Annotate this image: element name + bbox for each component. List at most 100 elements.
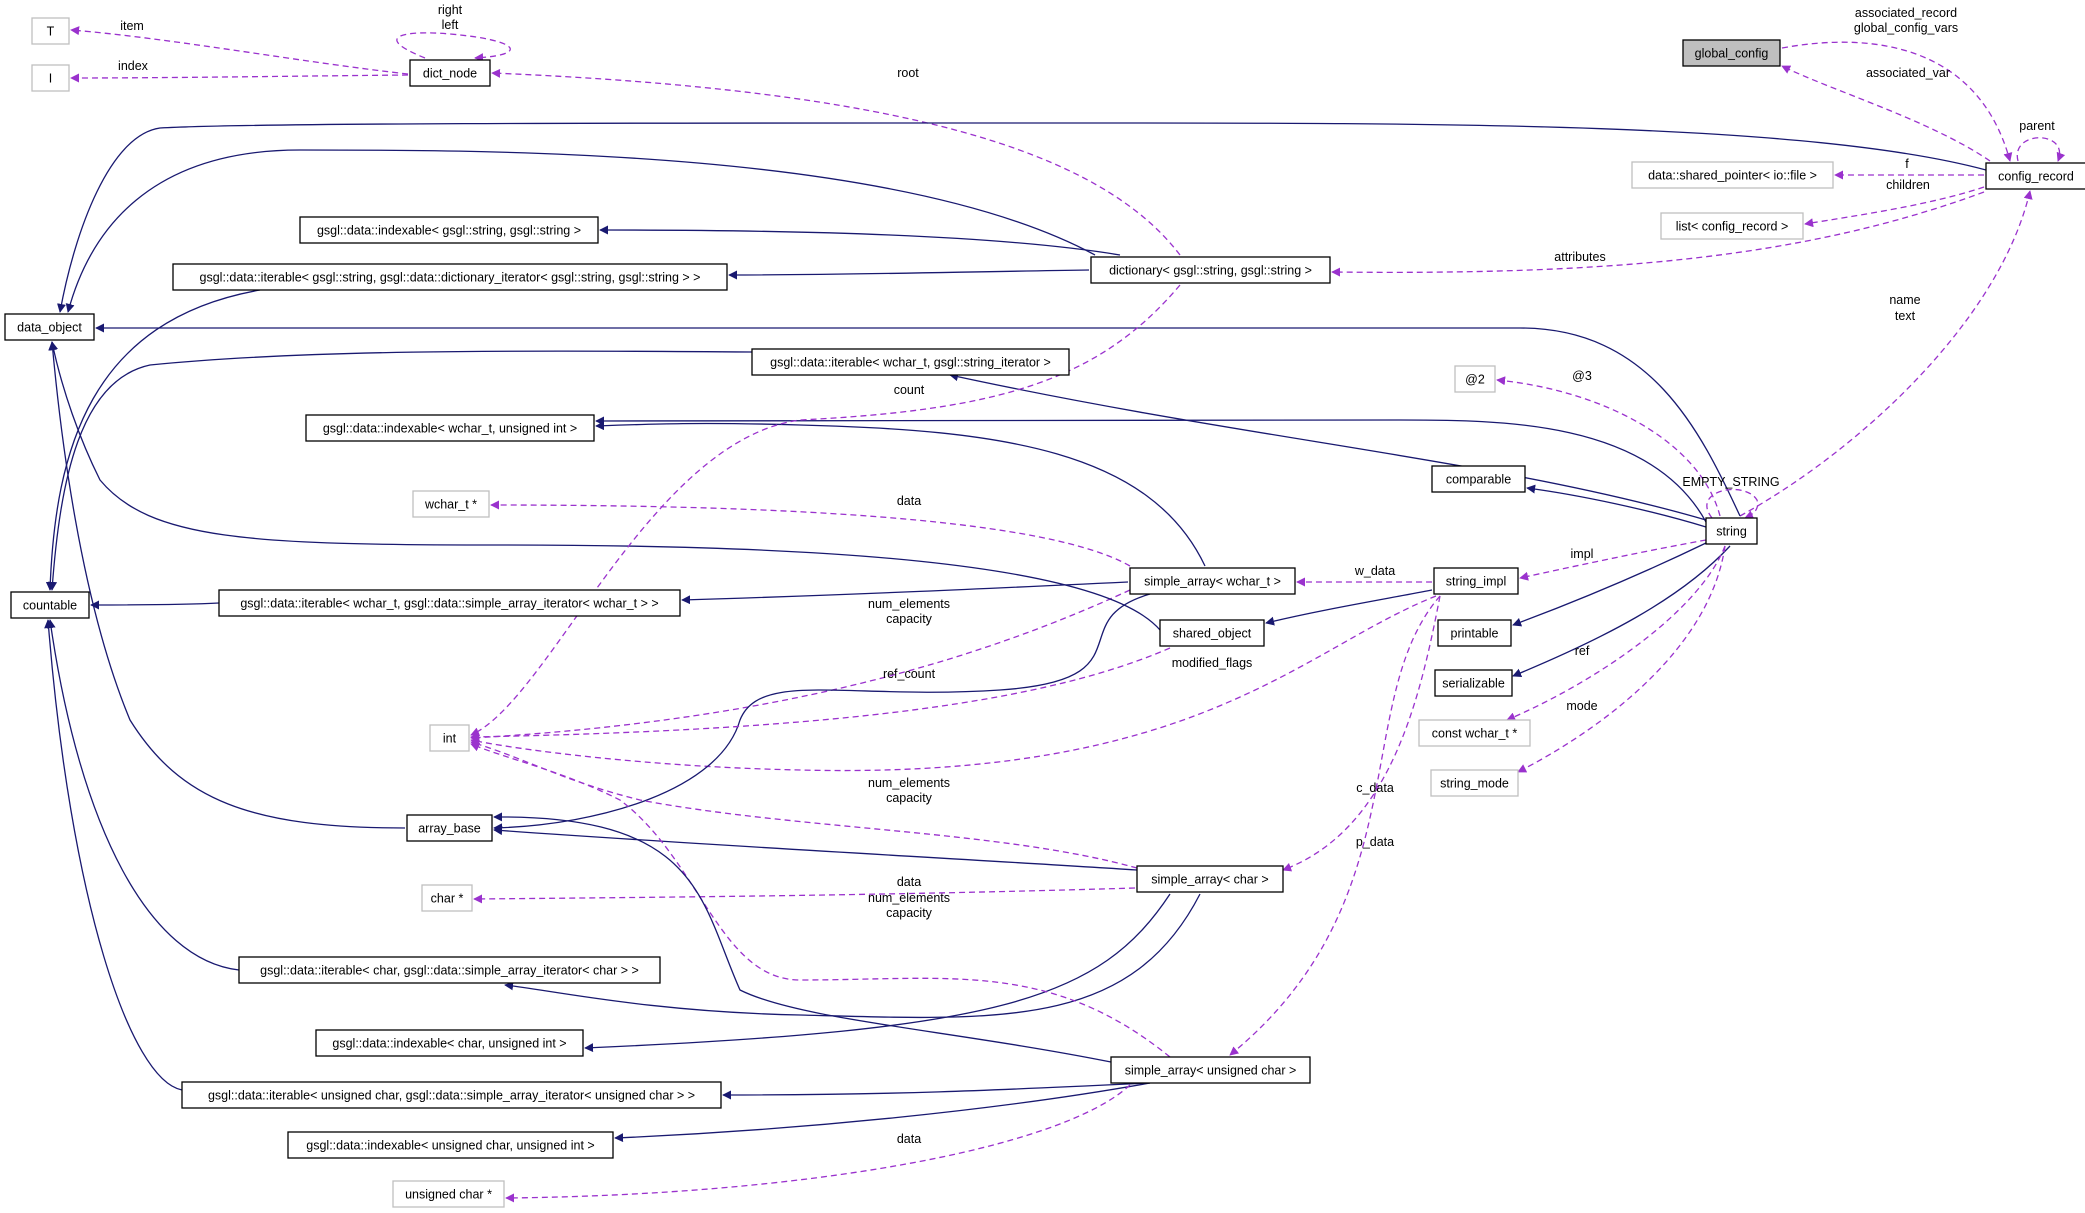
- edge-label-cr-gc: associated_var: [1866, 66, 1950, 80]
- node-string[interactable]: string: [1705, 517, 1758, 545]
- edge-label-gc-cr: global_config_vars: [1854, 21, 1958, 35]
- inheritance-edge-string-to-comparable: [1526, 484, 1707, 528]
- node-data-object[interactable]: data_object: [4, 313, 95, 341]
- edge-label-cr-spf: f: [1905, 157, 1909, 171]
- node-indexable-uchar-uint[interactable]: gsgl::data::indexable< unsigned char, un…: [287, 1131, 614, 1159]
- node-box: [31, 17, 70, 45]
- node-label: gsgl::data::iterable< char, gsgl::data::…: [260, 964, 639, 978]
- inheritance-edge-array_base-to-data_object: [48, 341, 406, 829]
- inheritance-edge-simple_array_uchar-to-iterable_uchar_simple: [722, 1082, 1151, 1100]
- edge-label-impl-sauchar: p_data: [1356, 835, 1394, 849]
- edge-label-sauchar-int: num_elements: [868, 891, 950, 905]
- edge-label-string-cr: name: [1889, 293, 1920, 307]
- node-shared-object[interactable]: shared_object: [1159, 619, 1265, 647]
- node-label: simple_array< wchar_t >: [1144, 575, 1281, 589]
- usage-edge-config_record-to-global_config: [1781, 65, 1991, 162]
- node-box: [1660, 212, 1804, 240]
- node-printable[interactable]: printable: [1437, 619, 1512, 647]
- node-config-record[interactable]: config_record: [1985, 162, 2085, 190]
- node-label: shared_object: [1173, 627, 1252, 641]
- node-label: array_base: [418, 822, 481, 836]
- node-box: [31, 64, 70, 92]
- inheritance-edge-string-to-indexable_wchar_uint: [595, 416, 1707, 523]
- node-label: int: [443, 732, 457, 746]
- usage-edge-simple_array_char-to-int: [470, 740, 1138, 869]
- usage-edge-string_impl-to-simple_array_uchar: [1229, 595, 1441, 1056]
- node-label: gsgl::data::iterable< gsgl::string, gsgl…: [200, 271, 701, 285]
- node-iterable-wchar-string[interactable]: gsgl::data::iterable< wchar_t, gsgl::str…: [751, 348, 1070, 376]
- edge-label-dict-T: item: [120, 19, 144, 33]
- usage-edge-string_impl-to-simple_array_char: [1282, 595, 1441, 872]
- node-string-impl[interactable]: string_impl: [1433, 567, 1519, 595]
- node-box: [1682, 39, 1781, 67]
- node-dict-node[interactable]: dict_node: [409, 59, 491, 87]
- inheritance-edge-simple_array_char-to-indexable_char_uint: [584, 893, 1171, 1053]
- usage-edge-simple_array_uchar-to-uchar_ptr: [505, 1084, 1131, 1203]
- edge-label-dict-self: left: [442, 18, 459, 32]
- usage-edge-string-to-string_impl: [1519, 539, 1707, 581]
- edge-label-sachar-int: capacity: [886, 791, 933, 805]
- inheritance-edge-dictionary-to-iterable_string_dict: [728, 269, 1090, 280]
- inheritance-edge-string-to-serializable: [1512, 545, 1731, 678]
- node-iterable-char-simple[interactable]: gsgl::data::iterable< char, gsgl::data::…: [238, 956, 661, 984]
- node-iterable-uchar-simple[interactable]: gsgl::data::iterable< unsigned char, gsg…: [181, 1081, 722, 1109]
- edge-label-sauchar-ucharptr: data: [897, 1132, 921, 1146]
- node-iterable-wchar-simple[interactable]: gsgl::data::iterable< wchar_t, gsgl::dat…: [218, 589, 681, 617]
- edge-label-shared-int: ref_count: [883, 667, 936, 681]
- node-indexable-string-string[interactable]: gsgl::data::indexable< gsgl::string, gsg…: [299, 216, 599, 244]
- inheritance-edge-dictionary-to-data_object: [65, 149, 1096, 313]
- inheritance-edge-string-to-iterable_wchar_string: [949, 372, 1707, 521]
- node-box: [299, 216, 599, 244]
- node-simple-array-wchar[interactable]: simple_array< wchar_t >: [1129, 567, 1296, 595]
- node-T: T: [31, 17, 70, 45]
- edge-label-string-cr: text: [1895, 309, 1916, 323]
- node-comparable[interactable]: comparable: [1431, 465, 1526, 493]
- node-dictionary[interactable]: dictionary< gsgl::string, gsgl::string >: [1090, 256, 1331, 284]
- node-label: dict_node: [423, 67, 477, 81]
- inheritance-edge-simple_array_uchar-to-indexable_uchar_uint: [614, 1082, 1151, 1143]
- node-uchar-ptr: unsigned char *: [392, 1180, 505, 1208]
- node-box: [421, 884, 473, 912]
- node-countable[interactable]: countable: [10, 591, 90, 619]
- node-box: [315, 1029, 584, 1057]
- node-array-base[interactable]: array_base: [406, 814, 493, 842]
- node-indexable-char-uint[interactable]: gsgl::data::indexable< char, unsigned in…: [315, 1029, 584, 1057]
- node-const-wchar-ptr: const wchar_t *: [1418, 719, 1531, 747]
- edge-label-impl-sawchar: w_data: [1354, 564, 1395, 578]
- node-label: string_mode: [1440, 777, 1509, 791]
- usage-edge-config_record-to-config_record: [2016, 137, 2066, 162]
- inheritance-edge-iterable_wchar_string-to-countable: [48, 350, 753, 591]
- node-box: [1433, 567, 1519, 595]
- edge-label-sawchar-int: capacity: [886, 612, 933, 626]
- node-global-config[interactable]: global_config: [1682, 39, 1781, 67]
- usage-edge-simple_array_char-to-char_ptr: [473, 887, 1136, 904]
- node-simple-array-uchar[interactable]: simple_array< unsigned char >: [1110, 1056, 1311, 1084]
- node-label: gsgl::data::iterable< unsigned char, gsg…: [208, 1089, 695, 1103]
- node-box: [1705, 517, 1758, 545]
- edge-label-dictionary-dictnode: root: [897, 66, 919, 80]
- node-box: [1159, 619, 1265, 647]
- node-at2: @2: [1454, 365, 1496, 393]
- node-box: [429, 724, 470, 752]
- node-label: data_object: [17, 321, 82, 335]
- node-label: const wchar_t *: [1432, 727, 1518, 741]
- usage-edge-dict_node-to-I: [70, 73, 409, 83]
- node-indexable-wchar-uint[interactable]: gsgl::data::indexable< wchar_t, unsigned…: [305, 414, 595, 442]
- node-box: [1985, 162, 2085, 190]
- inheritance-edge-simple_array_wchar-to-indexable_wchar_uint: [595, 421, 1206, 567]
- edge-label-sauchar-int: capacity: [886, 906, 933, 920]
- node-label: gsgl::data::indexable< wchar_t, unsigned…: [323, 422, 577, 436]
- node-label: dictionary< gsgl::string, gsgl::string >: [1109, 264, 1312, 278]
- inheritance-edge-config_record-to-data_object: [57, 122, 1987, 313]
- inheritance-edge-iterable_string_dict-to-countable: [45, 289, 261, 591]
- node-simple-array-char[interactable]: simple_array< char >: [1136, 865, 1284, 893]
- node-label: gsgl::data::indexable< gsgl::string, gsg…: [317, 224, 581, 238]
- node-box: [1434, 669, 1513, 697]
- node-box: [1430, 769, 1519, 797]
- node-list-config-record: list< config_record >: [1660, 212, 1804, 240]
- node-iterable-string-dict[interactable]: gsgl::data::iterable< gsgl::string, gsgl…: [172, 263, 728, 291]
- node-serializable[interactable]: serializable: [1434, 669, 1513, 697]
- node-label: wchar_t *: [424, 498, 477, 512]
